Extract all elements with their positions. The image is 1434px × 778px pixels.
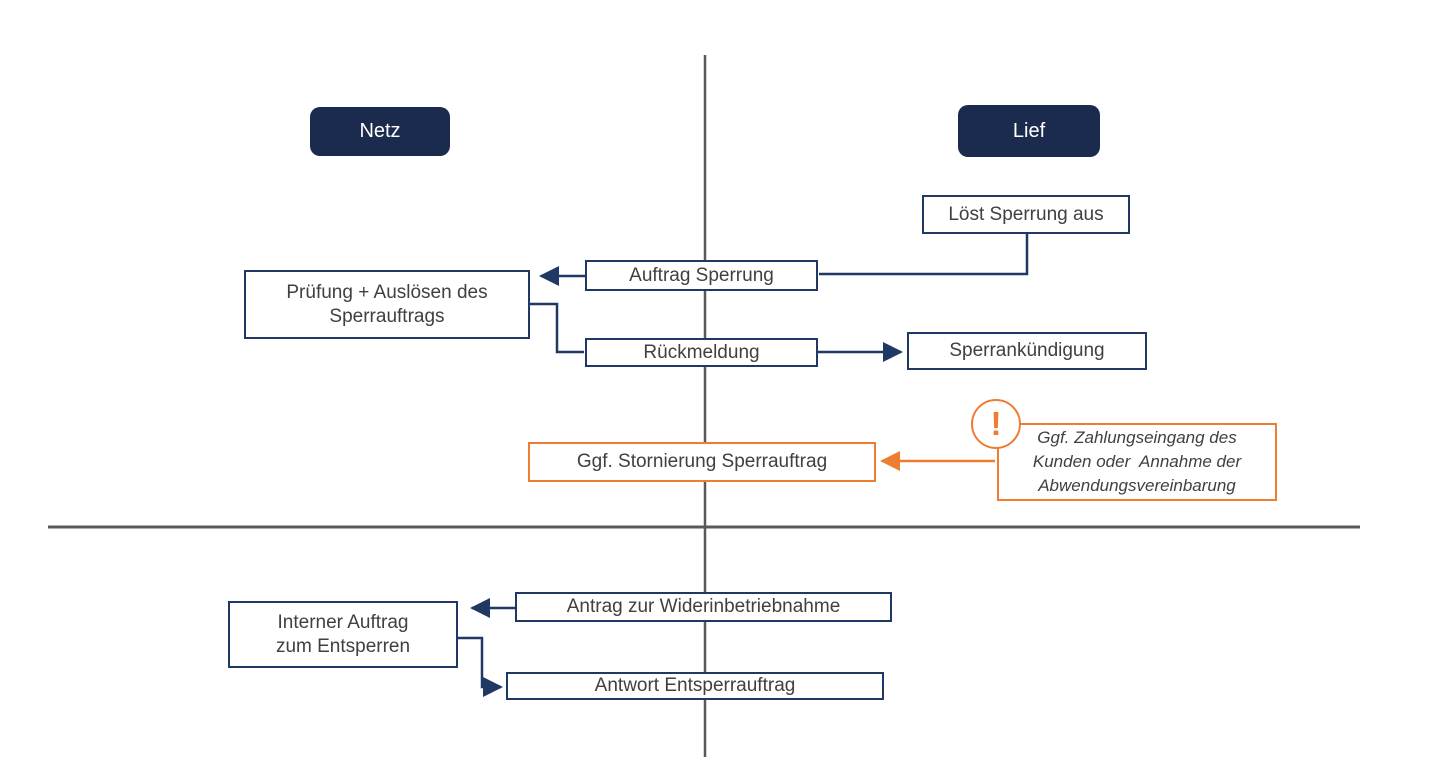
note-zahlungseingang: Ggf. Zahlungseingang des Kunden oder Ann… bbox=[997, 423, 1277, 501]
arrow-interner-to-antwort bbox=[458, 636, 503, 697]
node-sperrankuendigung: Sperrankündigung bbox=[907, 332, 1147, 370]
note-line: Ggf. Zahlungseingang des bbox=[1037, 428, 1237, 447]
lane-header-netz: Netz bbox=[310, 107, 450, 156]
node-rueckmeldung: Rückmeldung bbox=[585, 338, 818, 367]
note-line: Abwendungsvereinbarung bbox=[1038, 476, 1236, 495]
connector-pruefung-to-rueckmeldung bbox=[528, 302, 584, 354]
node-interner-auftrag-entsperren: Interner Auftrag zum Entsperren bbox=[228, 601, 458, 668]
node-antwort-entsperrauftrag: Antwort Entsperrauftrag bbox=[506, 672, 884, 700]
node-loest-sperrung-aus: Löst Sperrung aus bbox=[922, 195, 1130, 234]
lane-header-lief: Lief bbox=[958, 105, 1100, 157]
node-pruefung-ausloesen: Prüfung + Auslösen des Sperrauftrags bbox=[244, 270, 530, 339]
note-line: Kunden oder Annahme der bbox=[1032, 452, 1242, 471]
exclamation-icon: ! bbox=[971, 399, 1021, 449]
node-antrag-widerinbetriebnahme: Antrag zur Widerinbetriebnahme bbox=[515, 592, 892, 622]
node-stornierung-sperrauftrag: Ggf. Stornierung Sperrauftrag bbox=[528, 442, 876, 482]
node-auftrag-sperrung: Auftrag Sperrung bbox=[585, 260, 818, 291]
connector-loest-to-auftrag bbox=[819, 234, 1029, 276]
